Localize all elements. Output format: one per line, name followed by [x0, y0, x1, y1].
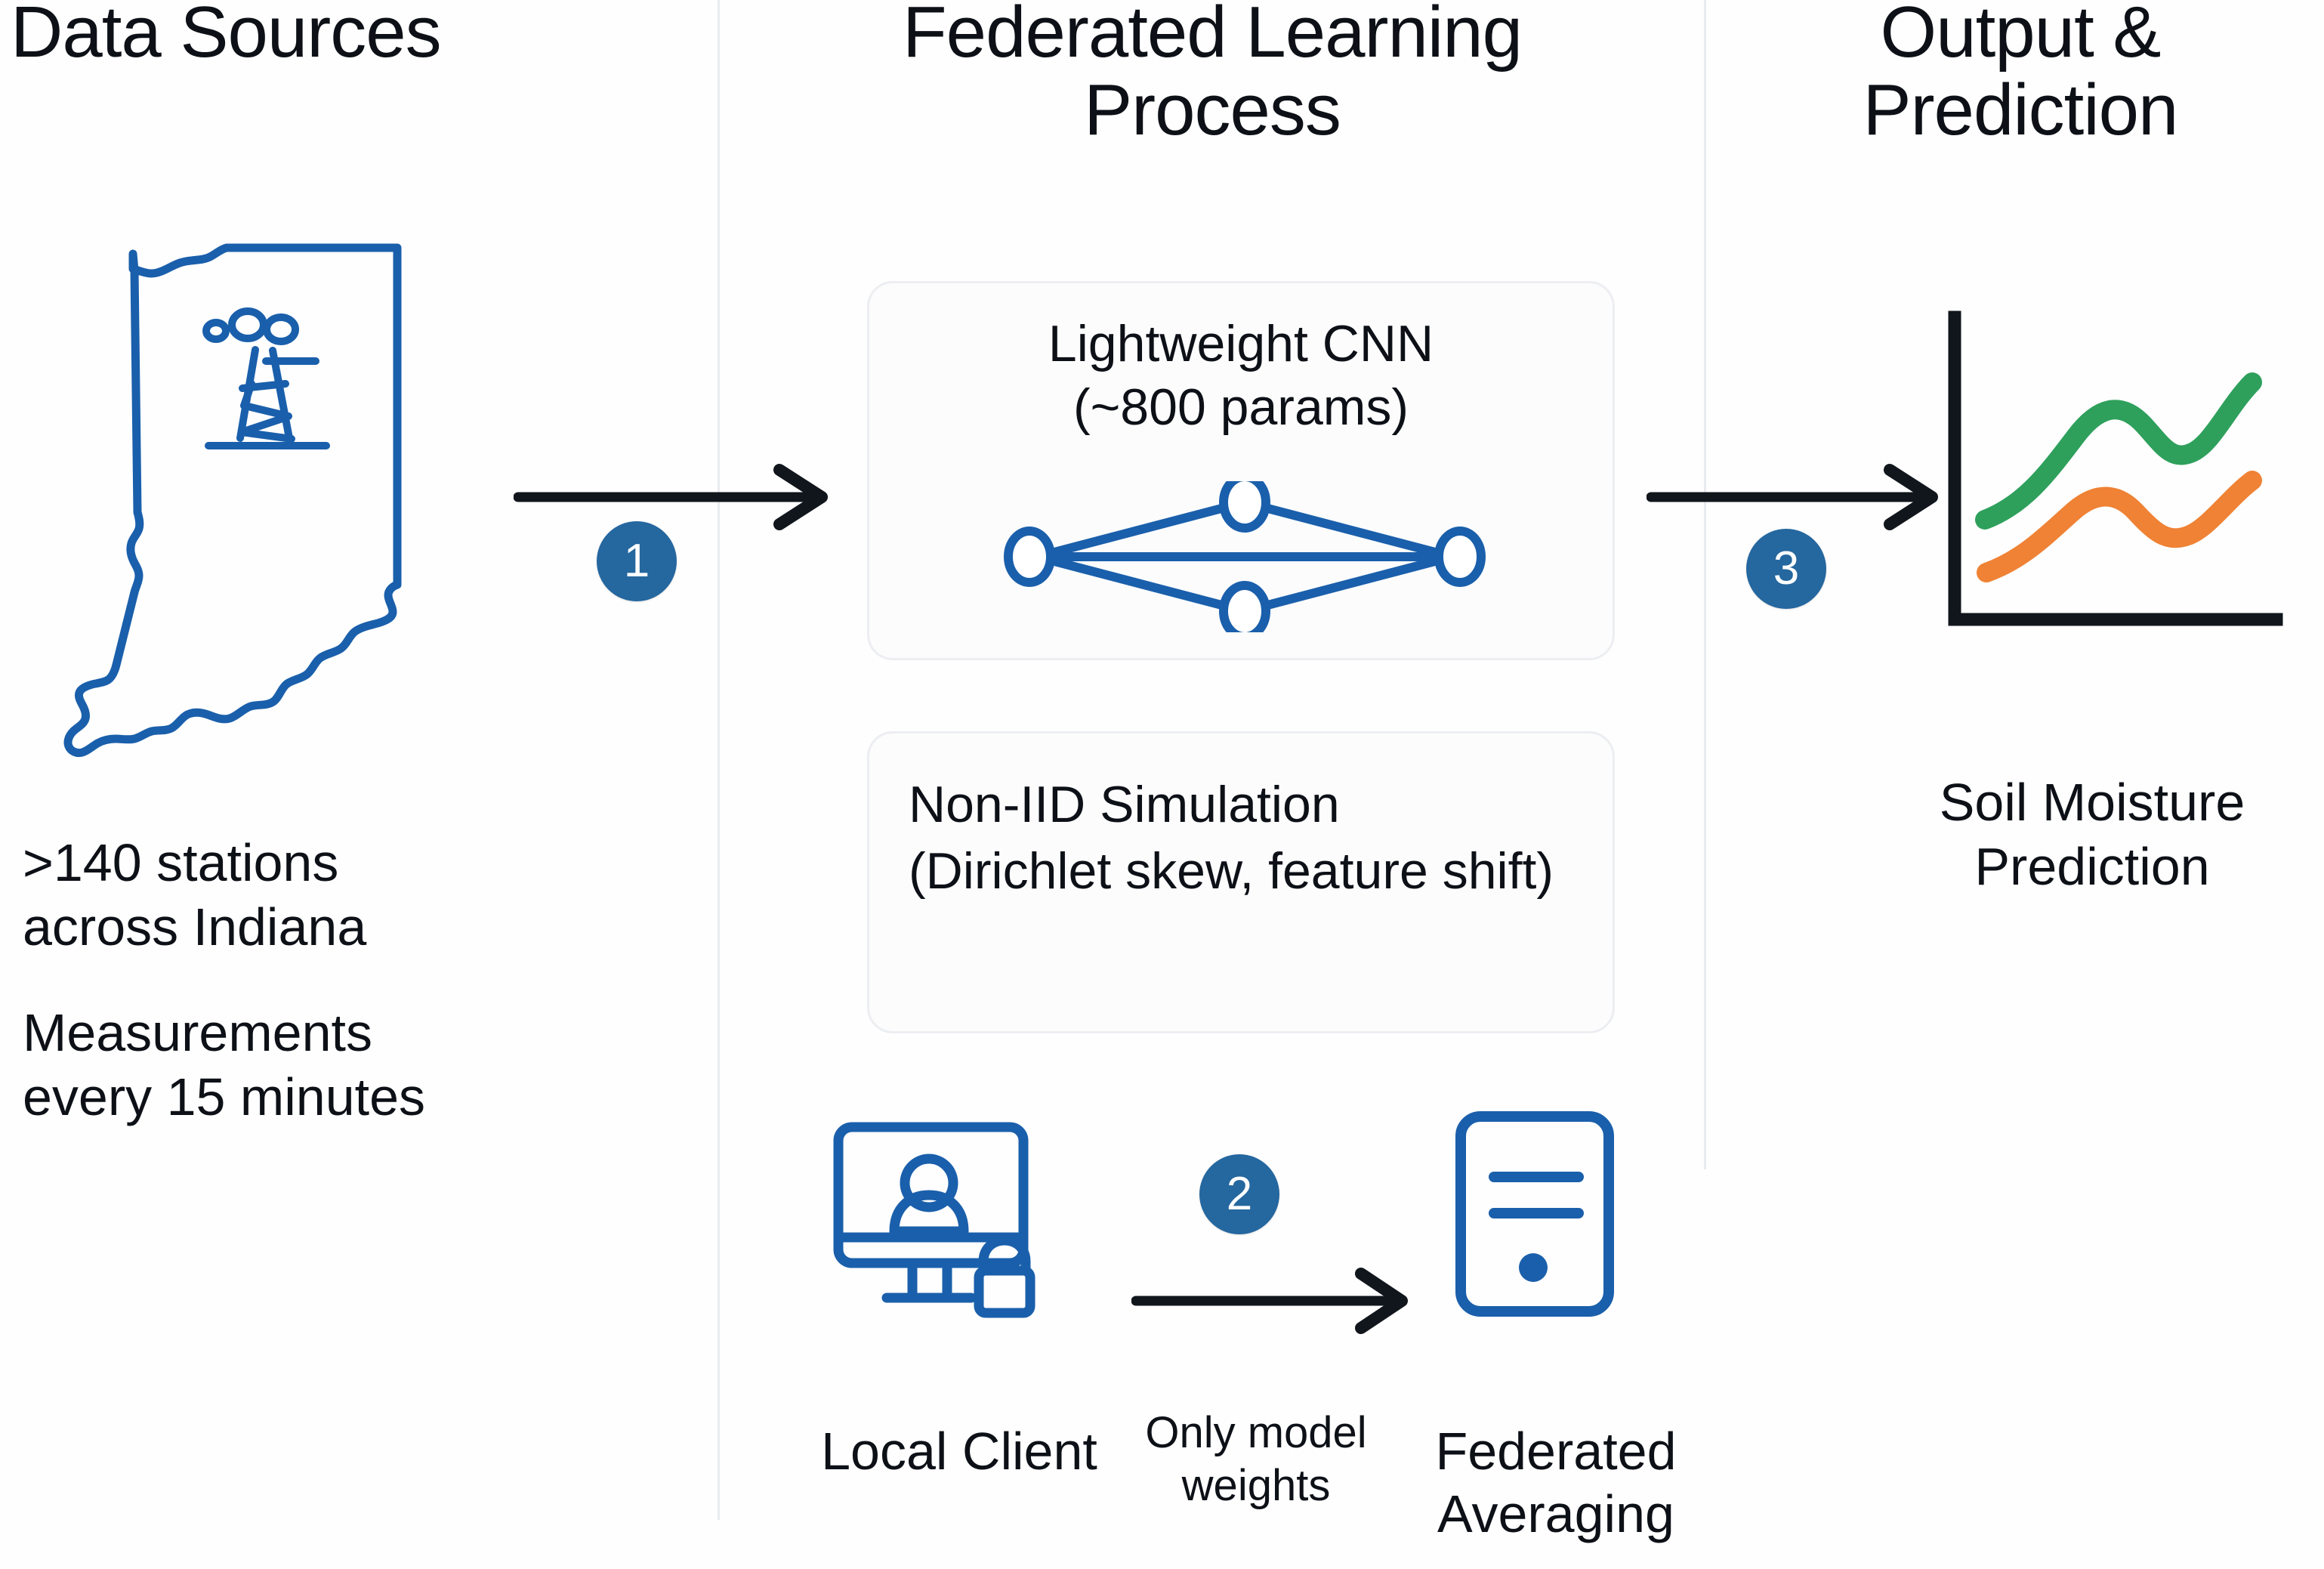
only-model-weights-label: Only model weights	[1145, 1408, 1367, 1510]
column-title-data-sources: Data Sources	[11, 0, 442, 73]
line-chart-icon	[1941, 310, 2289, 635]
arrow-step-1-icon	[514, 459, 838, 535]
column-divider-left	[718, 0, 720, 1520]
server-tower-icon	[1450, 1103, 1662, 1360]
neural-network-graph-icon	[984, 481, 1505, 632]
column-divider-right	[1704, 0, 1706, 1169]
federated-averaging-label: Federated Averaging	[1435, 1422, 1677, 1543]
arrow-step-2-icon	[1131, 1263, 1418, 1339]
desktop-with-user-and-lock-icon	[823, 1110, 1072, 1360]
noniid-card-subtitle: (Dirichlet skew, feature shift)	[909, 842, 1554, 900]
indiana-state-outline-icon	[60, 240, 415, 769]
soil-moisture-prediction-label: Soil Moisture Prediction	[1939, 773, 2245, 897]
noniid-card-title: Non-IID Simulation	[909, 776, 1340, 833]
card-non-iid-simulation: Non-IID Simulation (Dirichlet skew, feat…	[867, 731, 1615, 1033]
column-title-federated-learning: Federated Learning Process	[903, 0, 1523, 150]
local-client-label: Local Client	[821, 1422, 1097, 1481]
step-badge-3: 3	[1746, 529, 1826, 609]
step-badge-2: 2	[1199, 1154, 1279, 1234]
measurement-interval-text: Measurements every 15 minutes	[23, 1003, 426, 1127]
cnn-card-subtitle: (~800 params)	[1072, 378, 1409, 436]
cnn-card-title: Lightweight CNN	[1048, 315, 1434, 372]
column-title-output-prediction: Output & Prediction	[1863, 0, 2179, 150]
arrow-step-3-icon	[1647, 459, 1949, 535]
card-lightweight-cnn: Lightweight CNN (~800 params)	[867, 281, 1615, 660]
stations-count-text: >140 stations across Indiana	[23, 833, 367, 957]
step-badge-1: 1	[597, 521, 677, 601]
